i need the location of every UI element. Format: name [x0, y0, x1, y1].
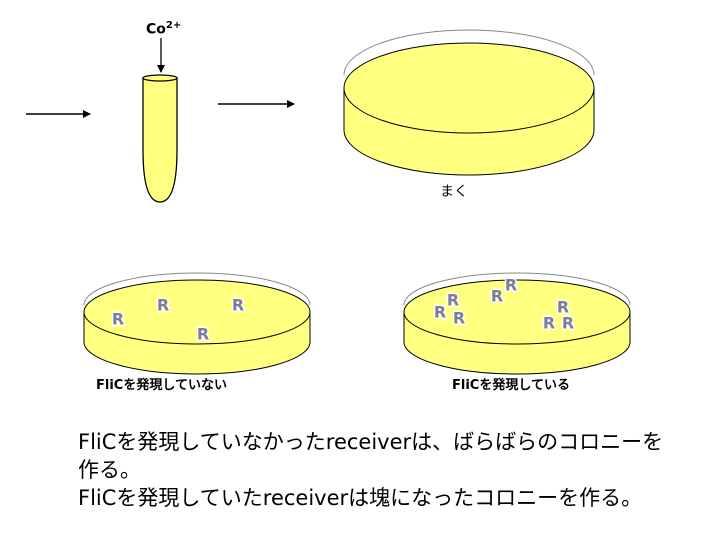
clumped-colony-marker: R: [491, 287, 503, 306]
left-plate-caption: FliCを発現していない: [96, 374, 227, 393]
scattered-colony-marker: R: [197, 325, 209, 344]
test-tube-opening: [143, 75, 177, 81]
clumped-colony-marker: R: [453, 309, 465, 328]
explanation-line: FliCを発現していなかったreceiverは、ばらばらのコロニーを: [78, 428, 708, 456]
test-tube: [143, 78, 177, 202]
clumped-colony-marker: R: [543, 314, 555, 333]
cobalt-symbol: Co: [146, 22, 166, 38]
scattered-colony-marker: R: [157, 296, 169, 315]
explanation-line: FliCを発現していたreceiverは塊になったコロニーを作る。: [78, 484, 708, 512]
right-plate-caption: FliCを発現している: [452, 374, 570, 393]
clumped-colony-marker: R: [434, 303, 446, 322]
scattered-colony-marker: R: [112, 310, 124, 329]
petri-dish-top: [344, 30, 594, 175]
cobalt-ion-label: Co2+: [146, 20, 181, 38]
cobalt-charge: 2+: [166, 20, 181, 31]
clumped-colony-marker: R: [562, 314, 574, 333]
scattered-colony-marker: R: [232, 296, 244, 315]
clumped-colony-marker: R: [505, 276, 517, 295]
spread-label: まく: [440, 181, 468, 201]
explanation-line: 作る。: [78, 456, 708, 484]
clumped-colony-marker: R: [447, 291, 459, 310]
explanation-text: FliCを発現していなかったreceiverは、ばらばらのコロニーを 作る。 F…: [78, 428, 708, 512]
